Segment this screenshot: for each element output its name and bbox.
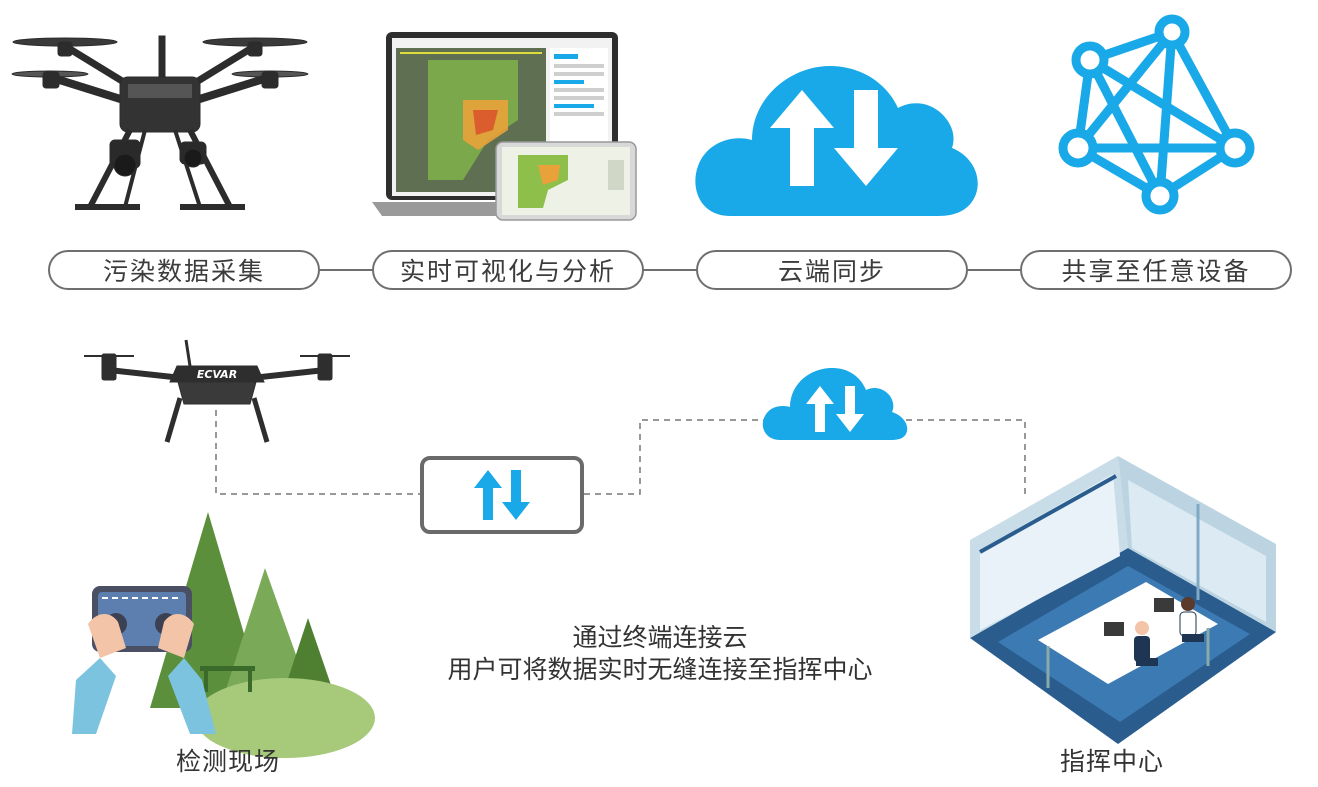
ecvar-drone-image: ECVAR xyxy=(84,339,350,443)
step-pill-cloud-sync: 云端同步 xyxy=(696,250,968,290)
drone-brand-label: ECVAR xyxy=(197,368,237,381)
command-center-caption: 指挥中心 xyxy=(1060,747,1165,776)
network-share-icon xyxy=(1058,14,1255,215)
site-caption: 检测现场 xyxy=(176,747,281,776)
drone-quadcopter-image xyxy=(11,35,309,210)
small-cloud-sync-icon xyxy=(762,368,908,440)
command-center-illustration xyxy=(970,456,1276,744)
cloud-sync-icon xyxy=(695,66,978,216)
step-pill-share-devices: 共享至任意设备 xyxy=(1020,250,1292,290)
sync-arrows-icon xyxy=(474,470,530,520)
laptop-map-visualization-image xyxy=(372,32,637,221)
message-line-2: 用户可将数据实时无缝连接至指挥中心 xyxy=(447,655,873,684)
step-pill-data-collection: 污染数据采集 xyxy=(48,250,320,290)
terminal-device xyxy=(420,456,584,534)
step-pill-realtime-analysis: 实时可视化与分析 xyxy=(372,250,644,290)
pill-connector-line xyxy=(318,269,1048,271)
message-line-1: 通过终端连接云 xyxy=(572,623,748,652)
field-site-illustration xyxy=(72,512,375,758)
